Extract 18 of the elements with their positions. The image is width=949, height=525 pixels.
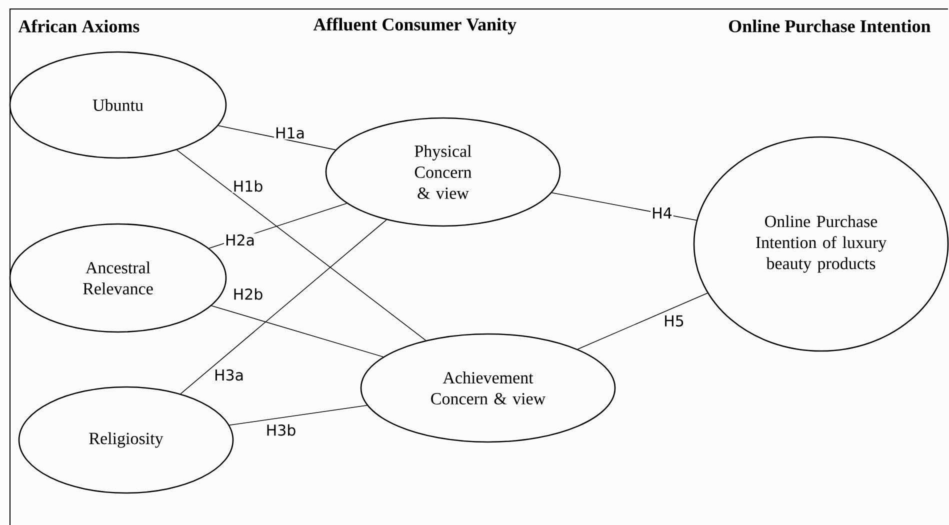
edge-label: H1b [232,179,264,193]
edge-label: H2b [232,287,264,301]
connector-line [577,292,708,350]
column-heading: Affluent Consumer Vanity [313,18,516,34]
connector-line [180,219,387,394]
edge-label: H5 [662,314,686,328]
edge-label: H1a [274,126,306,140]
connector-line [551,192,697,221]
connector-line [176,150,426,341]
column-heading: African Axioms [18,20,140,32]
edge-label: H2a [224,233,256,247]
connector-line [211,305,384,358]
edge-label: H3a [213,368,245,382]
edge-label: H4 [650,206,674,220]
column-heading: Online Purchase Intention [729,20,931,32]
connector-line [218,125,336,150]
connector-line [229,404,368,426]
edge-label: H3b [264,423,298,437]
